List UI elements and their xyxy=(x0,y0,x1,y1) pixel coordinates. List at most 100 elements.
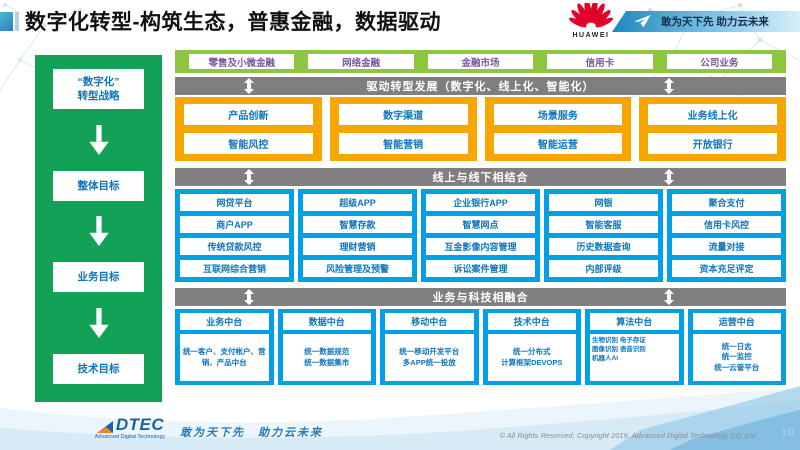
channels-column: 网银 智能客服 历史数据查询 内部评级 xyxy=(544,189,663,282)
business-lines-row: 零售及小微金融 网络金融 金融市场 信用卡 公司业务 xyxy=(175,50,786,73)
platform-title: 技术中台 xyxy=(487,313,576,330)
capability-item: 智能风控 xyxy=(184,132,313,154)
channel-item: 网贷平台 xyxy=(180,194,289,211)
channels-column: 超级APP 智慧存款 理财营销 风险管理及预警 xyxy=(298,189,417,282)
channel-item: 历史数据查询 xyxy=(549,238,658,255)
channel-item: 流量对接 xyxy=(672,238,781,255)
capability-item: 场景服务 xyxy=(493,104,623,126)
down-arrow-icon xyxy=(88,216,109,247)
updown-arrow-icon xyxy=(664,289,674,305)
capability-item: 数字渠道 xyxy=(338,104,468,126)
platform-detail: 统一移动开发平台 多APP统一投放 xyxy=(385,334,474,381)
capability-item: 开放银行 xyxy=(648,132,777,154)
banner-tagline: 敢为天下先 助力云未来 xyxy=(661,16,769,28)
strategy-box-technology: 技术目标 xyxy=(53,353,144,384)
channel-item: 互联网综合营销 xyxy=(180,260,289,277)
huawei-logo-text: HUAWEI xyxy=(572,32,610,39)
biz-tech-bar: 业务与科技相融合 xyxy=(175,288,786,306)
channel-item: 网银 xyxy=(549,194,658,211)
channel-item: 互金影像内容管理 xyxy=(426,238,535,255)
updown-arrow-icon xyxy=(244,78,254,94)
capability-item: 业务线上化 xyxy=(648,104,777,126)
channel-item: 资本充足评定 xyxy=(672,260,781,277)
capability-item: 智能运营 xyxy=(493,132,623,154)
channel-item: 超级APP xyxy=(303,194,412,211)
platform-title: 业务中台 xyxy=(180,313,269,330)
page-title: 数字化转型-构筑生态，普惠金融，数据驱动 xyxy=(25,11,441,34)
updown-arrow-icon xyxy=(664,169,674,185)
platform-title: 运营中台 xyxy=(692,313,781,330)
platform-detail: 生物识别 电子存证 图像识别 语音识别 机器人AI xyxy=(590,334,679,381)
channel-item: 智能客服 xyxy=(549,216,658,233)
strategy-box-digital: “数字化” 转型战略 xyxy=(53,69,144,109)
platform-detail: 统一数据规范 统一数据集市 xyxy=(282,334,371,381)
channels-column: 聚合支付 信用卡风控 流量对接 资本充足评定 xyxy=(667,189,786,282)
channel-item: 智慧存款 xyxy=(303,216,412,233)
business-line-item: 金融市场 xyxy=(427,54,534,69)
dtec-logo: DTEC Advanced Digital Technology xyxy=(84,415,176,440)
platforms-section: 业务中台 统一客户、支付帐户、营销、产品中台 数据中台 统一数据规范 统一数据集… xyxy=(175,309,786,385)
driver-bar-label: 驱动转型发展（数字化、线上化、智能化） xyxy=(366,81,595,93)
updown-arrow-icon xyxy=(244,169,254,185)
channel-item: 理财营销 xyxy=(303,238,412,255)
channel-item: 信用卡风控 xyxy=(672,216,781,233)
down-arrow-icon xyxy=(88,308,109,339)
biz-tech-bar-label: 业务与科技相融合 xyxy=(432,292,529,304)
dtec-logo-icon xyxy=(96,421,113,433)
capability-column: 数字渠道 智能营销 xyxy=(329,97,477,161)
platform-detail: 统一分布式 计算框架DEVOPS xyxy=(487,334,576,381)
online-offline-bar: 线上与线下相结合 xyxy=(175,168,786,186)
copyright-text: © All Rights Reserved. Copyright 2019. A… xyxy=(499,431,757,440)
capability-column: 业务线上化 开放银行 xyxy=(639,97,786,161)
platform-title: 算法中台 xyxy=(590,313,679,330)
title-accent-square xyxy=(0,12,13,31)
platform-column: 数据中台 统一数据规范 统一数据集市 xyxy=(277,309,376,385)
platform-detail: 统一日志 统一监控 统一云管平台 xyxy=(692,334,781,381)
driver-bar: 驱动转型发展（数字化、线上化、智能化） xyxy=(175,77,786,95)
huawei-logo: HUAWEI xyxy=(567,0,615,39)
channels-column: 企业银行APP 智慧网点 互金影像内容管理 诉讼案件管理 xyxy=(421,189,540,282)
online-offline-bar-label: 线上与线下相结合 xyxy=(432,172,529,184)
capability-item: 智能营销 xyxy=(338,132,468,154)
business-line-item: 信用卡 xyxy=(547,54,653,69)
platform-detail: 统一客户、支付帐户、营销、产品中台 xyxy=(180,334,269,381)
updown-arrow-icon xyxy=(664,78,674,94)
platform-column: 技术中台 统一分布式 计算框架DEVOPS xyxy=(482,309,581,385)
footer-tagline: 敢为天下先 助力云未来 xyxy=(180,427,323,439)
strategy-box-business: 业务目标 xyxy=(53,262,144,293)
channels-section: 网贷平台 商户APP 传统贷款风控 互联网综合营销 超级APP 智慧存款 理财营… xyxy=(175,189,786,282)
capability-item: 产品创新 xyxy=(184,104,313,126)
platform-title: 移动中台 xyxy=(385,313,474,330)
channel-item: 聚合支付 xyxy=(672,194,781,211)
capability-section: 产品创新 智能风控 数字渠道 智能营销 场景服务 智能运营 业务线上化 开放银行 xyxy=(175,97,786,161)
channel-item: 内部评级 xyxy=(549,260,658,277)
platform-column: 运营中台 统一日志 统一监控 统一云管平台 xyxy=(687,309,786,385)
channel-item: 传统贷款风控 xyxy=(180,238,289,255)
huawei-flower-icon xyxy=(569,0,613,28)
header-banner: 敢为天下先 助力云未来 xyxy=(612,11,800,32)
business-line-item: 网络金融 xyxy=(308,54,414,69)
down-arrow-icon xyxy=(88,124,109,155)
dtec-logo-subtext: Advanced Digital Technology xyxy=(94,434,166,440)
dtec-logo-text: DTEC xyxy=(115,415,165,434)
business-line-item: 零售及小微金融 xyxy=(189,54,295,69)
channel-item: 企业银行APP xyxy=(426,194,535,211)
paper-plane-icon xyxy=(634,15,651,28)
platform-column: 业务中台 统一客户、支付帐户、营销、产品中台 xyxy=(175,309,274,385)
capability-column: 产品创新 智能风控 xyxy=(175,97,322,161)
channels-column: 网贷平台 商户APP 传统贷款风控 互联网综合营销 xyxy=(175,189,294,282)
channel-item: 诉讼案件管理 xyxy=(426,260,535,277)
business-line-item: 公司业务 xyxy=(666,54,773,69)
strategy-box-overall: 整体目标 xyxy=(53,170,144,201)
channel-item: 智慧网点 xyxy=(426,216,535,233)
strategy-panel: “数字化” 转型战略 整体目标 业务目标 技术目标 xyxy=(35,55,162,402)
channel-item: 风险管理及预警 xyxy=(303,260,412,277)
channel-item: 商户APP xyxy=(180,216,289,233)
title-accent-bar xyxy=(15,12,19,31)
capability-column: 场景服务 智能运营 xyxy=(484,97,632,161)
platform-column: 算法中台 生物识别 电子存证 图像识别 语音识别 机器人AI xyxy=(585,309,684,385)
page-number: 10 xyxy=(780,425,794,439)
updown-arrow-icon xyxy=(244,289,254,305)
platform-title: 数据中台 xyxy=(282,313,371,330)
